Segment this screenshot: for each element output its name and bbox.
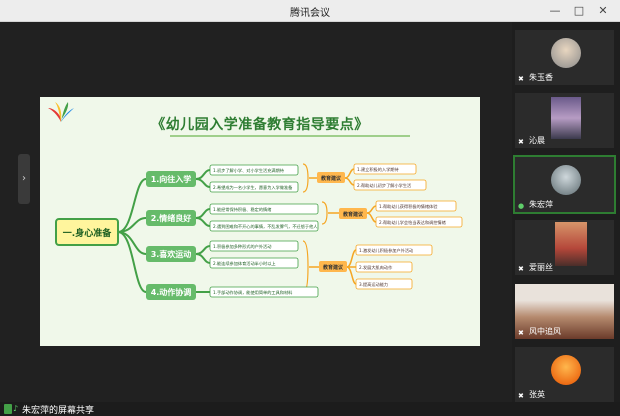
- mind-map: 一.身心准备 1.向往入学 2.情绪良好 3.喜欢运动 4.动作协调 1: [55, 163, 463, 300]
- branch-1-label: 1.向往入学: [151, 174, 192, 184]
- participant-tile[interactable]: ✖ 张英: [515, 347, 614, 402]
- item-2-1: 1.能经常保持积极、稳定的情绪: [213, 206, 271, 213]
- slide-title: 《幼儿园入学准备教育指导要点》: [151, 117, 369, 133]
- video-feed: [551, 97, 581, 139]
- advice-2-1: 1.帮助幼儿获得积极的情绪体验: [379, 203, 438, 210]
- mic-muted-icon: ✖: [518, 138, 524, 146]
- status-bar: ♪ 朱宏萍的屏幕共享: [0, 402, 620, 416]
- participant-name: 朱宏萍: [529, 200, 553, 209]
- root-node: [55, 218, 119, 246]
- maximize-icon[interactable]: □: [573, 4, 585, 17]
- participant-name: 沁晨: [529, 136, 545, 145]
- expand-panel-chevron-icon[interactable]: ›: [18, 154, 30, 204]
- mic-icon: ♪: [13, 404, 19, 413]
- avatar: [551, 38, 581, 68]
- participant-tile[interactable]: ✖ 风中追风: [515, 284, 614, 339]
- screen-share-icon: [4, 404, 12, 414]
- advice-connectors: [309, 168, 377, 285]
- advice-2-2: 2.帮助幼儿学会恰当表达和调控情绪: [379, 219, 446, 226]
- advice-2-label: 教育建议: [342, 211, 364, 218]
- advice-3-1: 1.激发幼儿积极参加户外活动: [359, 247, 413, 254]
- advice-1-1: 1.建立积极的入学期待: [357, 166, 399, 173]
- branch-3: 3.喜欢运动: [146, 246, 196, 262]
- mic-muted-icon: ✖: [518, 392, 524, 400]
- avatar: [551, 165, 581, 195]
- advice-1-2: 2.帮助幼儿初步了解小学生活: [357, 182, 411, 189]
- branch-3-label: 3.喜欢运动: [151, 249, 192, 259]
- title-bar: 腾讯会议 — □ ✕: [0, 0, 620, 22]
- participant-name: 张英: [529, 390, 545, 399]
- branch-2: 2.情绪良好: [146, 210, 196, 226]
- mic-muted-icon: ✖: [518, 329, 524, 337]
- item-2-2: 2.遇到困难和不开心的事情，不乱发脾气，不迁怒于他人: [213, 223, 318, 230]
- participant-name: 朱玉香: [529, 73, 553, 82]
- item-3-2: 2.能连续参加体育活动半小时以上: [213, 260, 276, 267]
- shared-screen-area: › 《幼儿园入学准备教育指导要点》: [0, 22, 512, 402]
- advice-3-2: 2.发展大肌肉动作: [359, 264, 393, 271]
- root-label: 一.身心准备: [63, 227, 112, 239]
- avatar: [551, 355, 581, 385]
- participant-name: 爱丽丝: [529, 263, 553, 272]
- branch-4-label: 4.动作协调: [151, 287, 192, 297]
- mic-muted-icon: ✖: [518, 75, 524, 83]
- mic-muted-icon: ✖: [518, 265, 524, 273]
- participant-name: 风中追风: [529, 327, 561, 336]
- kindergarten-logo-icon: [48, 102, 74, 122]
- item-4-1: 1.手部动作协调，能使用简单的工具和材料: [213, 289, 293, 296]
- window-title: 腾讯会议: [290, 8, 330, 19]
- branch-4: 4.动作协调: [146, 284, 196, 300]
- branch-2-label: 2.情绪良好: [151, 213, 192, 223]
- advice-1-label: 教育建议: [320, 175, 342, 182]
- video-feed: [515, 284, 614, 339]
- screen-share-label: 朱宏萍的屏幕共享: [22, 406, 95, 416]
- leaf-items: 1.初步了解小学、对小学生活充满期待 2.希望成为一名小学生，愿意为入学做准备 …: [209, 164, 319, 298]
- minimize-icon[interactable]: —: [549, 4, 561, 17]
- participant-tile-active[interactable]: ● 朱宏萍: [513, 155, 616, 214]
- advice-3-3: 3.提高运动能力: [359, 281, 388, 288]
- close-icon[interactable]: ✕: [598, 4, 608, 17]
- video-feed: [555, 222, 587, 266]
- connectors: [117, 169, 211, 293]
- participant-tile[interactable]: ✖ 爱丽丝: [515, 220, 614, 275]
- participant-tile[interactable]: ✖ 朱玉香: [515, 30, 614, 85]
- mic-on-icon: ●: [518, 202, 525, 210]
- advice-labels: 教育建议 教育建议 教育建议: [317, 172, 367, 272]
- advice-3-label: 教育建议: [322, 264, 344, 271]
- title-underline: [170, 135, 410, 137]
- shared-slide: 《幼儿园入学准备教育指导要点》: [40, 97, 480, 346]
- item-1-1: 1.初步了解小学、对小学生活充满期待: [213, 167, 285, 174]
- participant-list: ✖ 朱玉香 ✖ 沁晨 ● 朱宏萍 ✖ 爱丽丝 ✖ 风中追风 ✖ 张英: [512, 22, 620, 416]
- branch-1: 1.向往入学: [146, 171, 196, 187]
- item-1-2: 2.希望成为一名小学生，愿意为入学做准备: [213, 184, 293, 191]
- advice-items: 1.建立积极的入学期待 2.帮助幼儿初步了解小学生活 1.帮助幼儿获得积极的情绪…: [353, 163, 463, 290]
- item-3-1: 1.积极参加多种形式的户外活动: [213, 243, 271, 250]
- participant-tile[interactable]: ✖ 沁晨: [515, 93, 614, 148]
